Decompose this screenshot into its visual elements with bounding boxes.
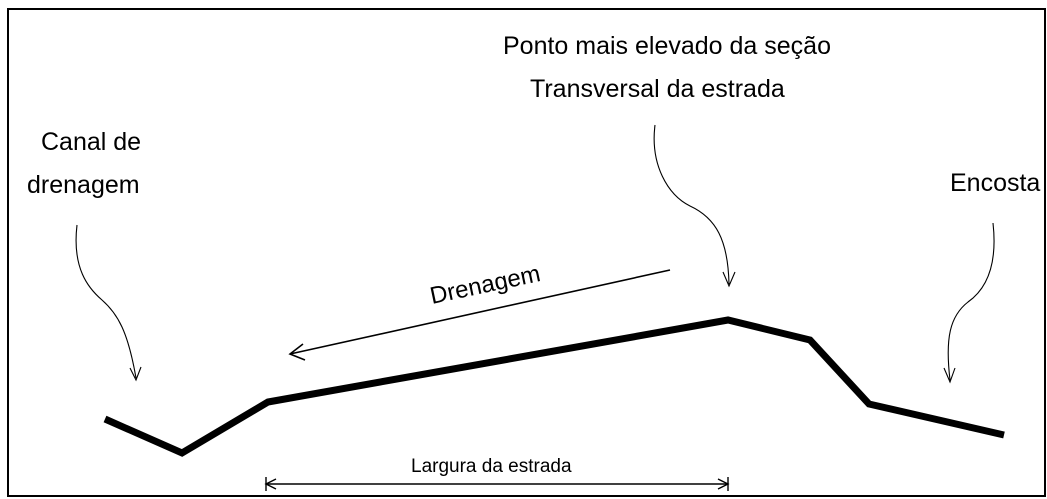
- slope-label: Encosta: [950, 169, 1040, 197]
- diagram-frame: [7, 8, 1046, 497]
- highest-point-pointer-arrow: [653, 124, 736, 288]
- canal-label-line2: drenagem: [27, 171, 140, 199]
- canal-label-line1: Canal de: [41, 128, 141, 156]
- road-width-dimension: [264, 477, 730, 491]
- drainage-direction-arrow: [288, 269, 671, 361]
- canal-pointer-arrow: [75, 224, 142, 382]
- highest-point-label-line1: Ponto mais elevado da seção: [503, 32, 831, 60]
- road-width-label: Largura da estrada: [411, 456, 572, 477]
- road-profile-line: [103, 316, 1005, 457]
- slope-pointer-arrow: [943, 222, 995, 384]
- highest-point-label-line2: Transversal da estrada: [530, 75, 785, 103]
